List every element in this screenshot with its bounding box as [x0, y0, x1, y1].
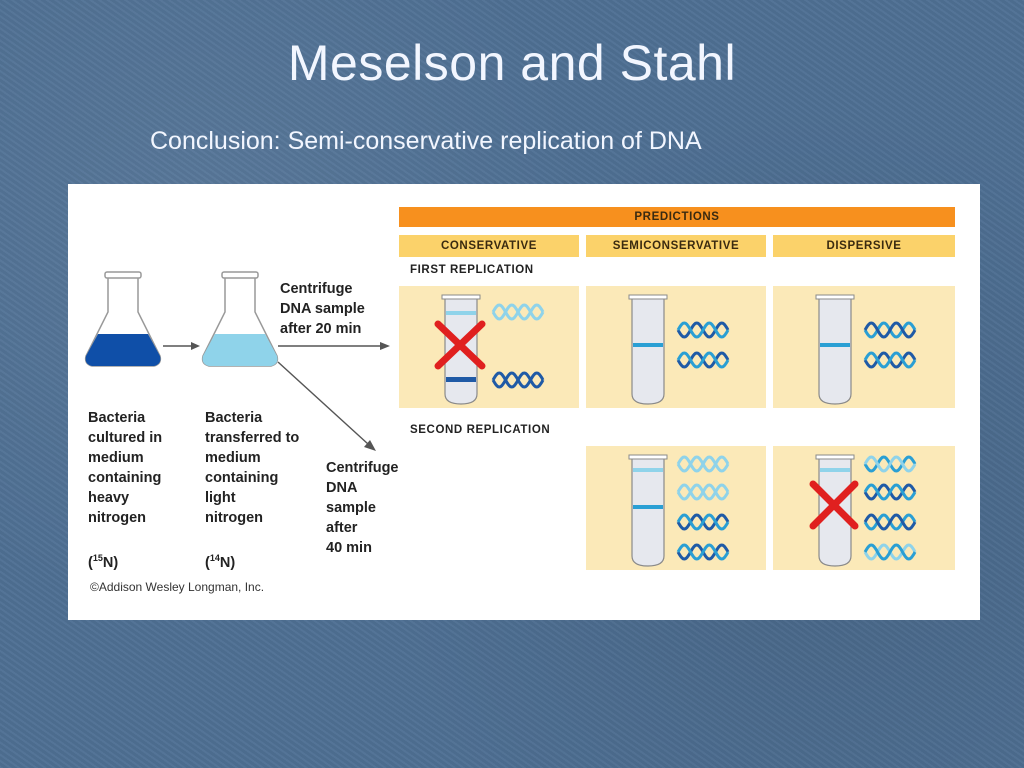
helix-strand: [676, 455, 730, 473]
tube-dispersive-2: [815, 454, 855, 567]
helix-strand: [863, 543, 917, 561]
flask1-isotope-close: N): [102, 554, 119, 571]
helix-disp-1a: [863, 321, 917, 339]
step2-label: Centrifuge DNA sample after 40 min: [326, 460, 399, 556]
copyright-text: ©Addison Wesley Longman, Inc.: [90, 580, 265, 594]
helix-strand: [863, 483, 917, 501]
arrow-40min: [277, 361, 376, 451]
helix-strand: [491, 371, 545, 389]
helix-semi-1b: [676, 351, 730, 369]
flask-light-nitrogen: [201, 271, 279, 367]
helix-semi-2d: [676, 543, 730, 561]
flask2-label-text: Bacteria transferred to medium containin…: [205, 410, 300, 526]
slide-title: Meselson and Stahl: [287, 35, 737, 91]
helix-semi-2c: [676, 513, 730, 531]
helix-strand: [676, 321, 730, 339]
helix-disp-2b: [863, 483, 917, 501]
helix-semi-2b: [676, 483, 730, 501]
helix-semi-2a: [676, 455, 730, 473]
flask1-label-text: Bacteria cultured in medium containing h…: [88, 410, 163, 526]
dna-helix-group: [491, 303, 917, 561]
helix-strand: [676, 543, 730, 561]
helix-disp-2c: [863, 513, 917, 531]
flask2-label: Bacteria transferred to medium containin…: [205, 388, 299, 573]
helix-strand: [863, 455, 917, 473]
slide-subtitle: Conclusion: Semi-conservative replicatio…: [150, 127, 702, 155]
model-semiconservative: Semiconservative: [612, 240, 740, 252]
flask2-isotope-close: N): [219, 554, 236, 571]
helix-conservative-light: [491, 303, 545, 321]
model-conservative: Conservative: [440, 240, 538, 252]
tube-semiconservative-2: [628, 454, 668, 567]
helix-strand: [676, 483, 730, 501]
first-replication-label: First replication: [410, 264, 534, 276]
flask1-isotope-open: (: [88, 554, 93, 571]
flask2-isotope-open: (: [205, 554, 210, 571]
helix-strand: [863, 513, 917, 531]
flask-heavy-nitrogen: [84, 271, 162, 367]
flask2-isotope-mass: 14: [209, 553, 220, 563]
flask1-isotope-mass: 15: [92, 553, 103, 563]
helix-semi-1a: [676, 321, 730, 339]
step1-label: Centrifuge DNA sample after 20 min: [280, 281, 365, 337]
flask1-label: Bacteria cultured in medium containing h…: [88, 388, 162, 573]
helix-disp-2a: [863, 455, 917, 473]
helix-strand: [676, 513, 730, 531]
helix-conservative-heavy: [491, 371, 545, 389]
helix-strand: [863, 321, 917, 339]
cross-conservative: [434, 320, 486, 370]
figure-graphics: [84, 207, 955, 570]
meselson-stahl-figure: Bacteria cultured in medium containing h…: [68, 184, 980, 620]
arrow-transfer: [163, 342, 200, 350]
arrow-20min: [278, 342, 390, 350]
tube-semiconservative-1: [628, 294, 668, 405]
helix-strand: [491, 303, 545, 321]
model-dispersive: Dispersive: [826, 240, 902, 252]
helix-disp-1b: [863, 351, 917, 369]
second-replication-label: Second replication: [410, 424, 551, 436]
tube-dispersive-1: [815, 294, 855, 405]
helix-disp-2d: [863, 543, 917, 561]
cross-dispersive: [809, 480, 859, 530]
helix-strand: [676, 351, 730, 369]
helix-strand: [863, 351, 917, 369]
predictions-header: Predictions: [634, 211, 720, 223]
